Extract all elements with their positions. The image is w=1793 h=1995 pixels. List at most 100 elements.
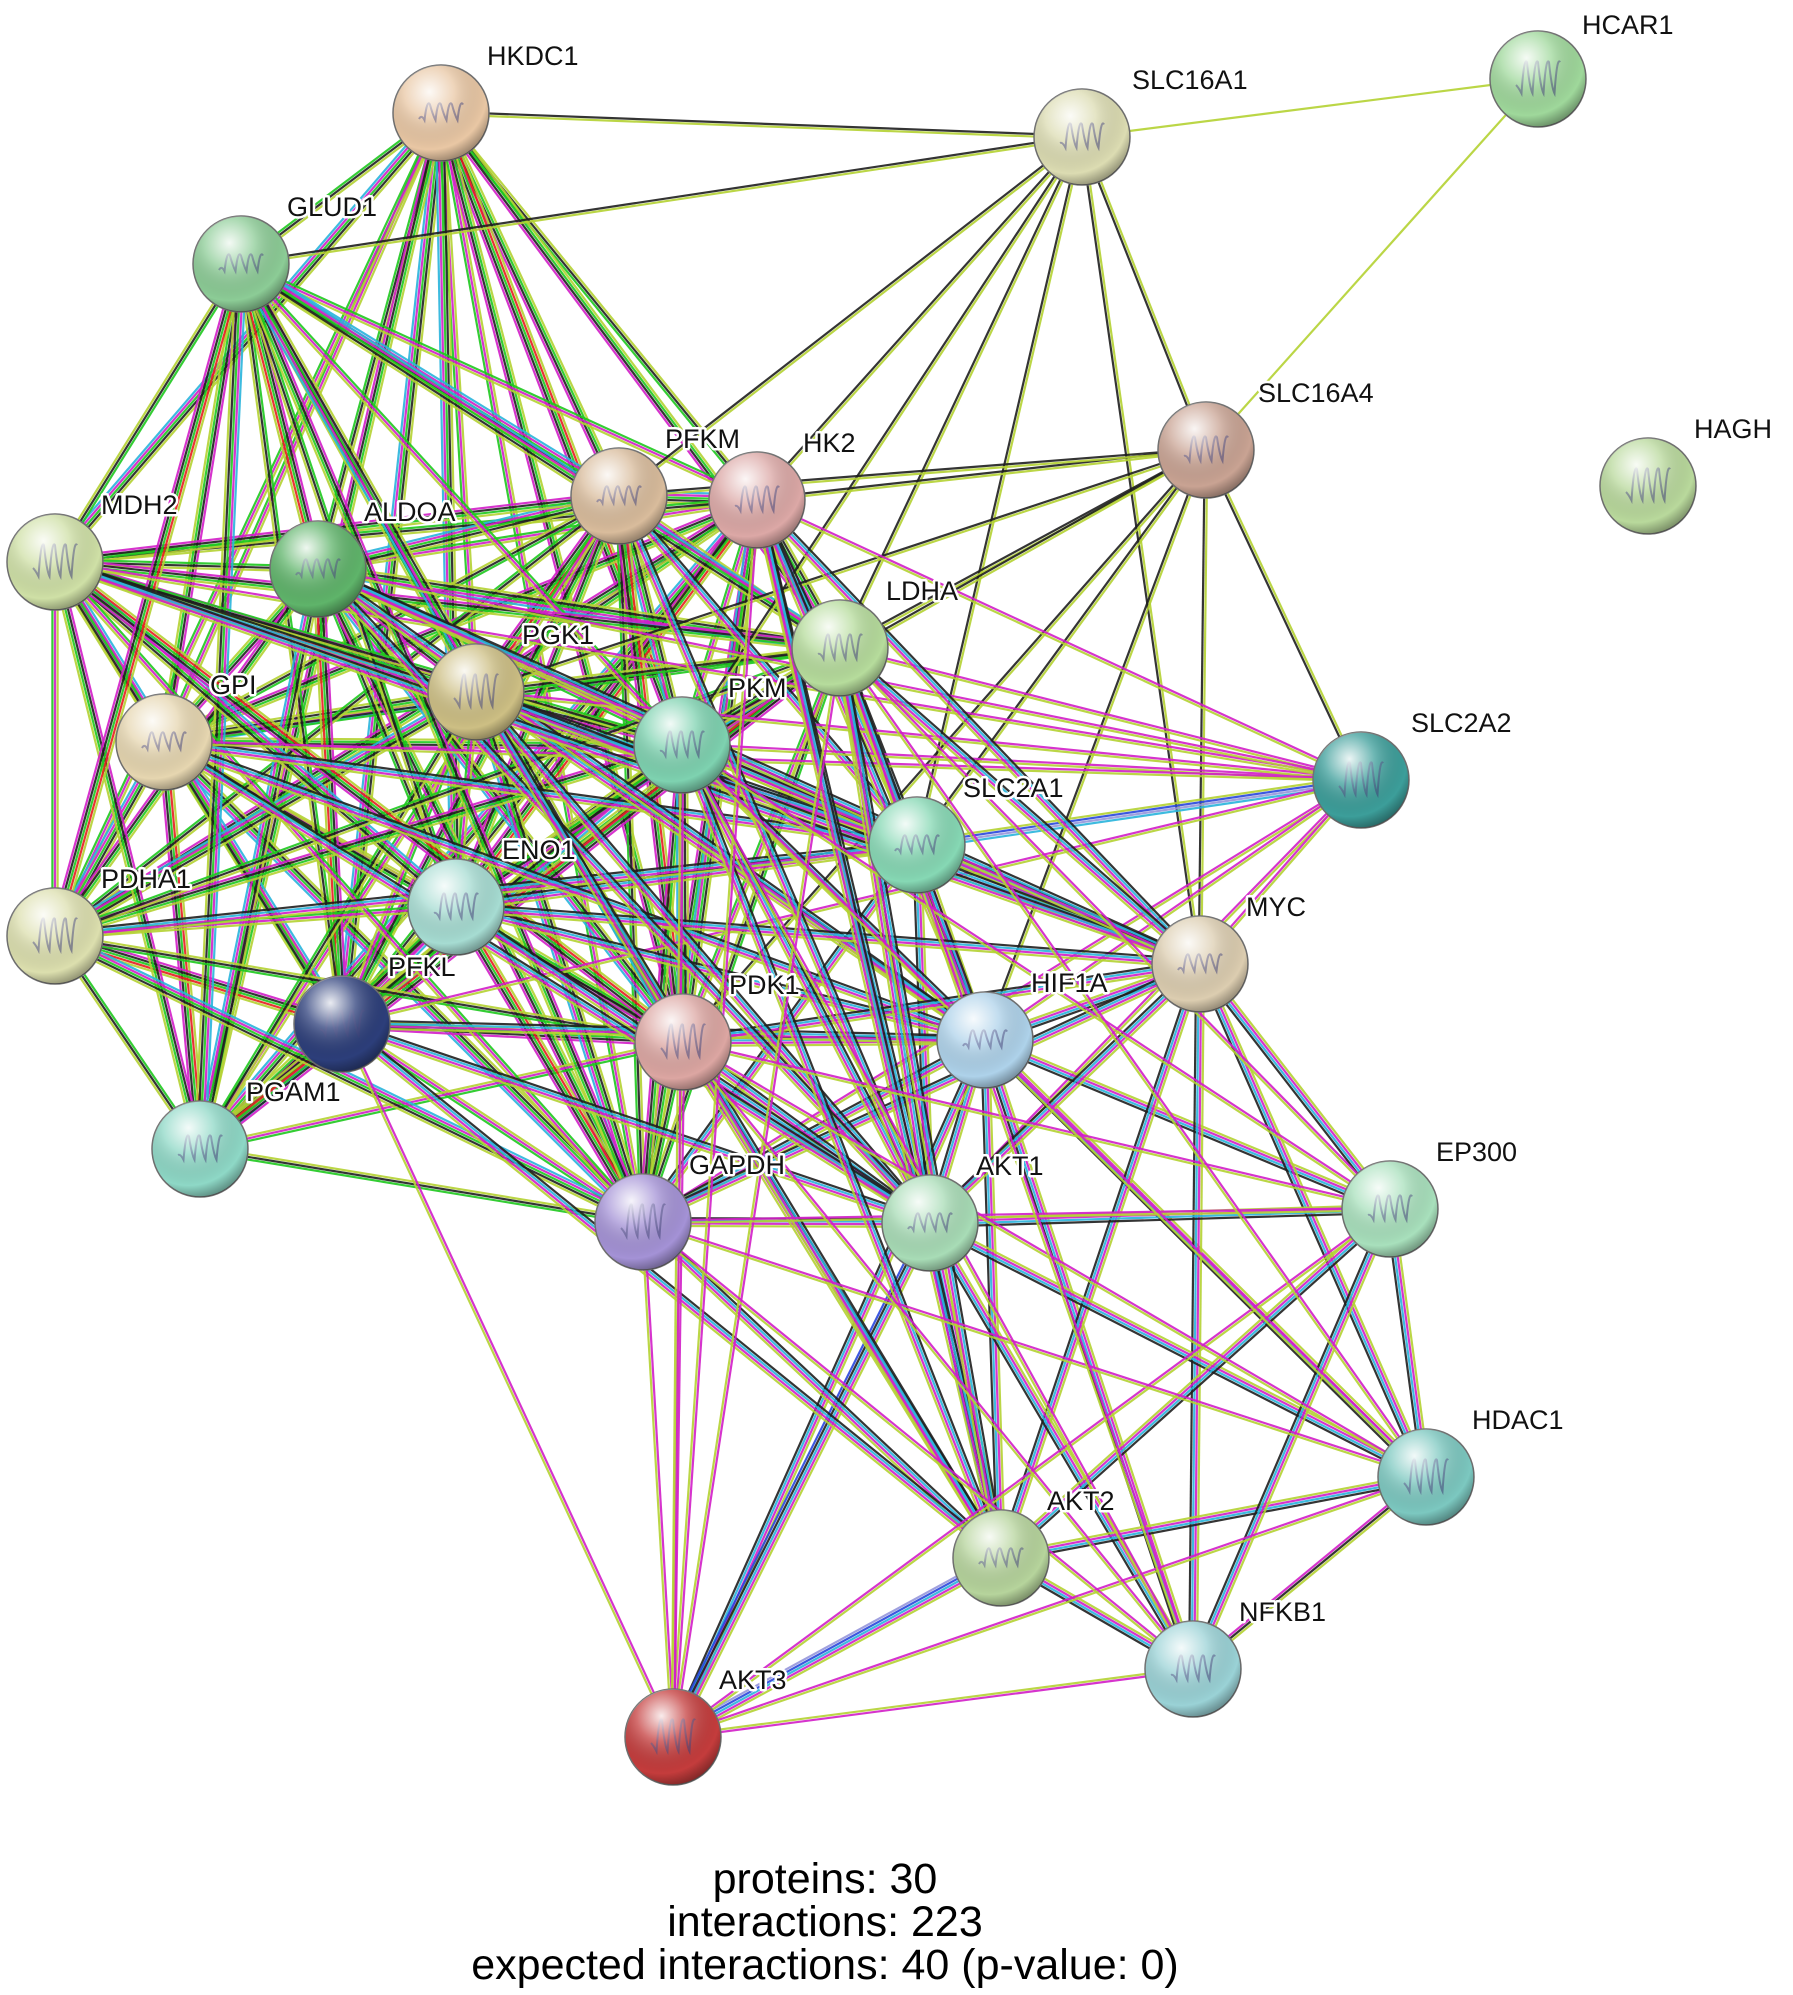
interaction-edge-MYC-ALDOA	[315, 564, 1203, 969]
protein-label: EP300	[1436, 1137, 1517, 1167]
protein-node-pdk1[interactable]: PDK1	[634, 968, 802, 1091]
protein-node-gapdh[interactable]: GAPDH	[594, 1148, 788, 1271]
interaction-edge-MDH2-GLUD1	[51, 262, 245, 564]
interaction-edge-MYC-ENO1	[455, 902, 1201, 969]
protein-node-hkdc1[interactable]: HKDC1	[392, 39, 581, 162]
interaction-edge-EP300-PKM	[680, 742, 1392, 1212]
interaction-edge-SLC2A2-GPI	[163, 739, 1362, 783]
protein-node-pdha1[interactable]: PDHA1	[6, 862, 194, 985]
interaction-edge-LDHA-MDH2	[54, 557, 841, 653]
interaction-edge-MYC-NFKB1	[1188, 963, 1205, 1670]
interaction-edge-AKT1-AKT3	[667, 1220, 936, 1740]
interaction-edge-SLC16A1-HK2	[755, 135, 1084, 502]
interaction-edge-AKT2-HDAC1	[1000, 1472, 1427, 1563]
sphere-highlight	[408, 859, 504, 955]
sphere-highlight	[635, 994, 731, 1090]
interaction-edge-SLC16A4-SLC2A2	[1203, 448, 1364, 782]
sphere-highlight	[625, 1689, 721, 1785]
interaction-edge-SLC2A2-HIF1A	[983, 778, 1363, 1042]
interaction-edge-SLC16A1-GLUD1	[240, 134, 1083, 267]
protein-label: GPI	[210, 670, 257, 700]
protein-node-hcar1[interactable]: HCAR1	[1489, 8, 1676, 128]
protein-node-hdac1[interactable]: HDAC1	[1377, 1403, 1566, 1526]
sphere-highlight	[937, 992, 1033, 1088]
protein-node-slc2a2[interactable]: SLC2A2	[1312, 706, 1514, 829]
interaction-edge-AKT2-AKT3	[669, 1552, 1005, 1743]
sphere-highlight	[882, 1175, 978, 1271]
protein-label: PGK1	[522, 620, 594, 650]
protein-node-slc2a1[interactable]: SLC2A1	[868, 771, 1066, 894]
protein-node-slc16a4[interactable]: SLC16A4	[1157, 376, 1376, 499]
protein-node-pgam1[interactable]: PGAM1	[151, 1075, 343, 1198]
protein-node-pfkl[interactable]: PFKL	[293, 950, 458, 1073]
interaction-edge-AKT3-NFKB1	[672, 1666, 1194, 1740]
sphere-highlight	[7, 514, 103, 610]
interaction-edge-SLC2A2-MDH2	[54, 559, 1362, 783]
protein-node-myc[interactable]: MYC	[1151, 890, 1309, 1013]
protein-node-pfkm[interactable]: PFKM	[570, 422, 743, 545]
interaction-edge-GPI-PGAM1	[157, 741, 207, 1150]
sphere-highlight	[792, 600, 888, 696]
protein-label: AKT3	[719, 1665, 787, 1695]
interaction-edge-SLC16A1-MYC	[1079, 136, 1203, 965]
protein-label: PDHA1	[101, 864, 191, 894]
expected-interactions: expected interactions: 40 (p-value: 0)	[471, 1941, 1179, 1989]
interaction-edge-HDAC1-LDHA	[838, 646, 1428, 1479]
interaction-edge-GAPDH-GLUD1	[236, 262, 648, 1224]
protein-label: PKM	[728, 673, 787, 703]
interaction-edge-SLC16A1-HCAR1	[1081, 77, 1539, 139]
protein-node-akt1[interactable]: AKT1	[881, 1149, 1046, 1272]
protein-node-ldha[interactable]: LDHA	[791, 574, 961, 697]
protein-node-pgk1[interactable]: PGK1	[427, 618, 597, 741]
protein-node-nfkb1[interactable]: NFKB1	[1144, 1595, 1329, 1718]
interaction-edge-AKT3-GAPDH	[640, 1221, 676, 1738]
interaction-edge-GAPDH-MDH2	[52, 559, 646, 1225]
sphere-highlight	[193, 216, 289, 312]
interaction-edge-MYC-HK2	[753, 496, 1204, 968]
interaction-edge-AKT2-PGK1	[471, 689, 1006, 1561]
interaction-edge-PGK1-LDHA	[475, 644, 841, 696]
sphere-highlight	[428, 644, 524, 740]
protein-label: GLUD1	[287, 192, 377, 222]
protein-node-mdh2[interactable]: MDH2	[6, 488, 180, 611]
interaction-edge-AKT2-PFKL	[338, 1020, 1005, 1562]
sphere-highlight	[116, 694, 212, 790]
sphere-highlight	[1378, 1429, 1474, 1525]
interaction-edge-HDAC1-NFKB1	[1190, 1474, 1429, 1672]
interaction-edge-SLC16A1-PFKM	[617, 135, 1084, 498]
protein-node-ep300[interactable]: EP300	[1341, 1135, 1520, 1258]
protein-node-gpi[interactable]: GPI	[115, 668, 259, 791]
protein-node-hagh[interactable]: HAGH	[1599, 412, 1775, 535]
protein-node-slc16a1[interactable]: SLC16A1	[1033, 63, 1250, 186]
protein-label: AKT1	[976, 1151, 1044, 1181]
protein-label: PGAM1	[246, 1077, 341, 1107]
interaction-edge-MDH2-PDHA1	[51, 562, 59, 936]
protein-node-hif1a[interactable]: HIF1A	[936, 966, 1110, 1089]
interaction-edge-HDAC1-GAPDH	[642, 1219, 1427, 1480]
protein-label: HDAC1	[1472, 1405, 1564, 1435]
interaction-edge-MYC-AKT1	[926, 960, 1204, 1227]
interaction-edge-HIF1A-EP300	[983, 1035, 1392, 1214]
protein-label: ALDOA	[364, 497, 456, 527]
sphere-highlight	[1152, 916, 1248, 1012]
protein-label: ENO1	[502, 835, 576, 865]
interaction-edge-AKT1-GPI	[161, 737, 933, 1228]
interaction-edge-SLC2A1-SLC2A2	[916, 775, 1362, 850]
protein-node-eno1[interactable]: ENO1	[407, 833, 578, 956]
interaction-edge-EP300-LDHA	[838, 646, 1392, 1211]
protein-node-pkm[interactable]: PKM	[633, 671, 789, 794]
sphere-highlight	[869, 797, 965, 893]
interaction-edge-NFKB1-PDK1	[681, 1040, 1195, 1671]
interaction-edge-EP300-NFKB1	[1188, 1207, 1395, 1671]
protein-label: HK2	[803, 428, 856, 458]
protein-node-akt2[interactable]: AKT2	[952, 1484, 1117, 1607]
interaction-edge-SLC16A4-PKM	[680, 447, 1208, 748]
protein-node-glud1[interactable]: GLUD1	[192, 190, 380, 313]
interaction-edge-EP300-GAPDH	[642, 1206, 1391, 1225]
sphere-highlight	[1313, 732, 1409, 828]
protein-node-akt3[interactable]: AKT3	[624, 1663, 789, 1786]
protein-node-aldoa[interactable]: ALDOA	[269, 495, 458, 618]
interaction-edge-SLC16A1-SLC16A4	[1079, 136, 1209, 451]
protein-node-hk2[interactable]: HK2	[708, 426, 858, 549]
